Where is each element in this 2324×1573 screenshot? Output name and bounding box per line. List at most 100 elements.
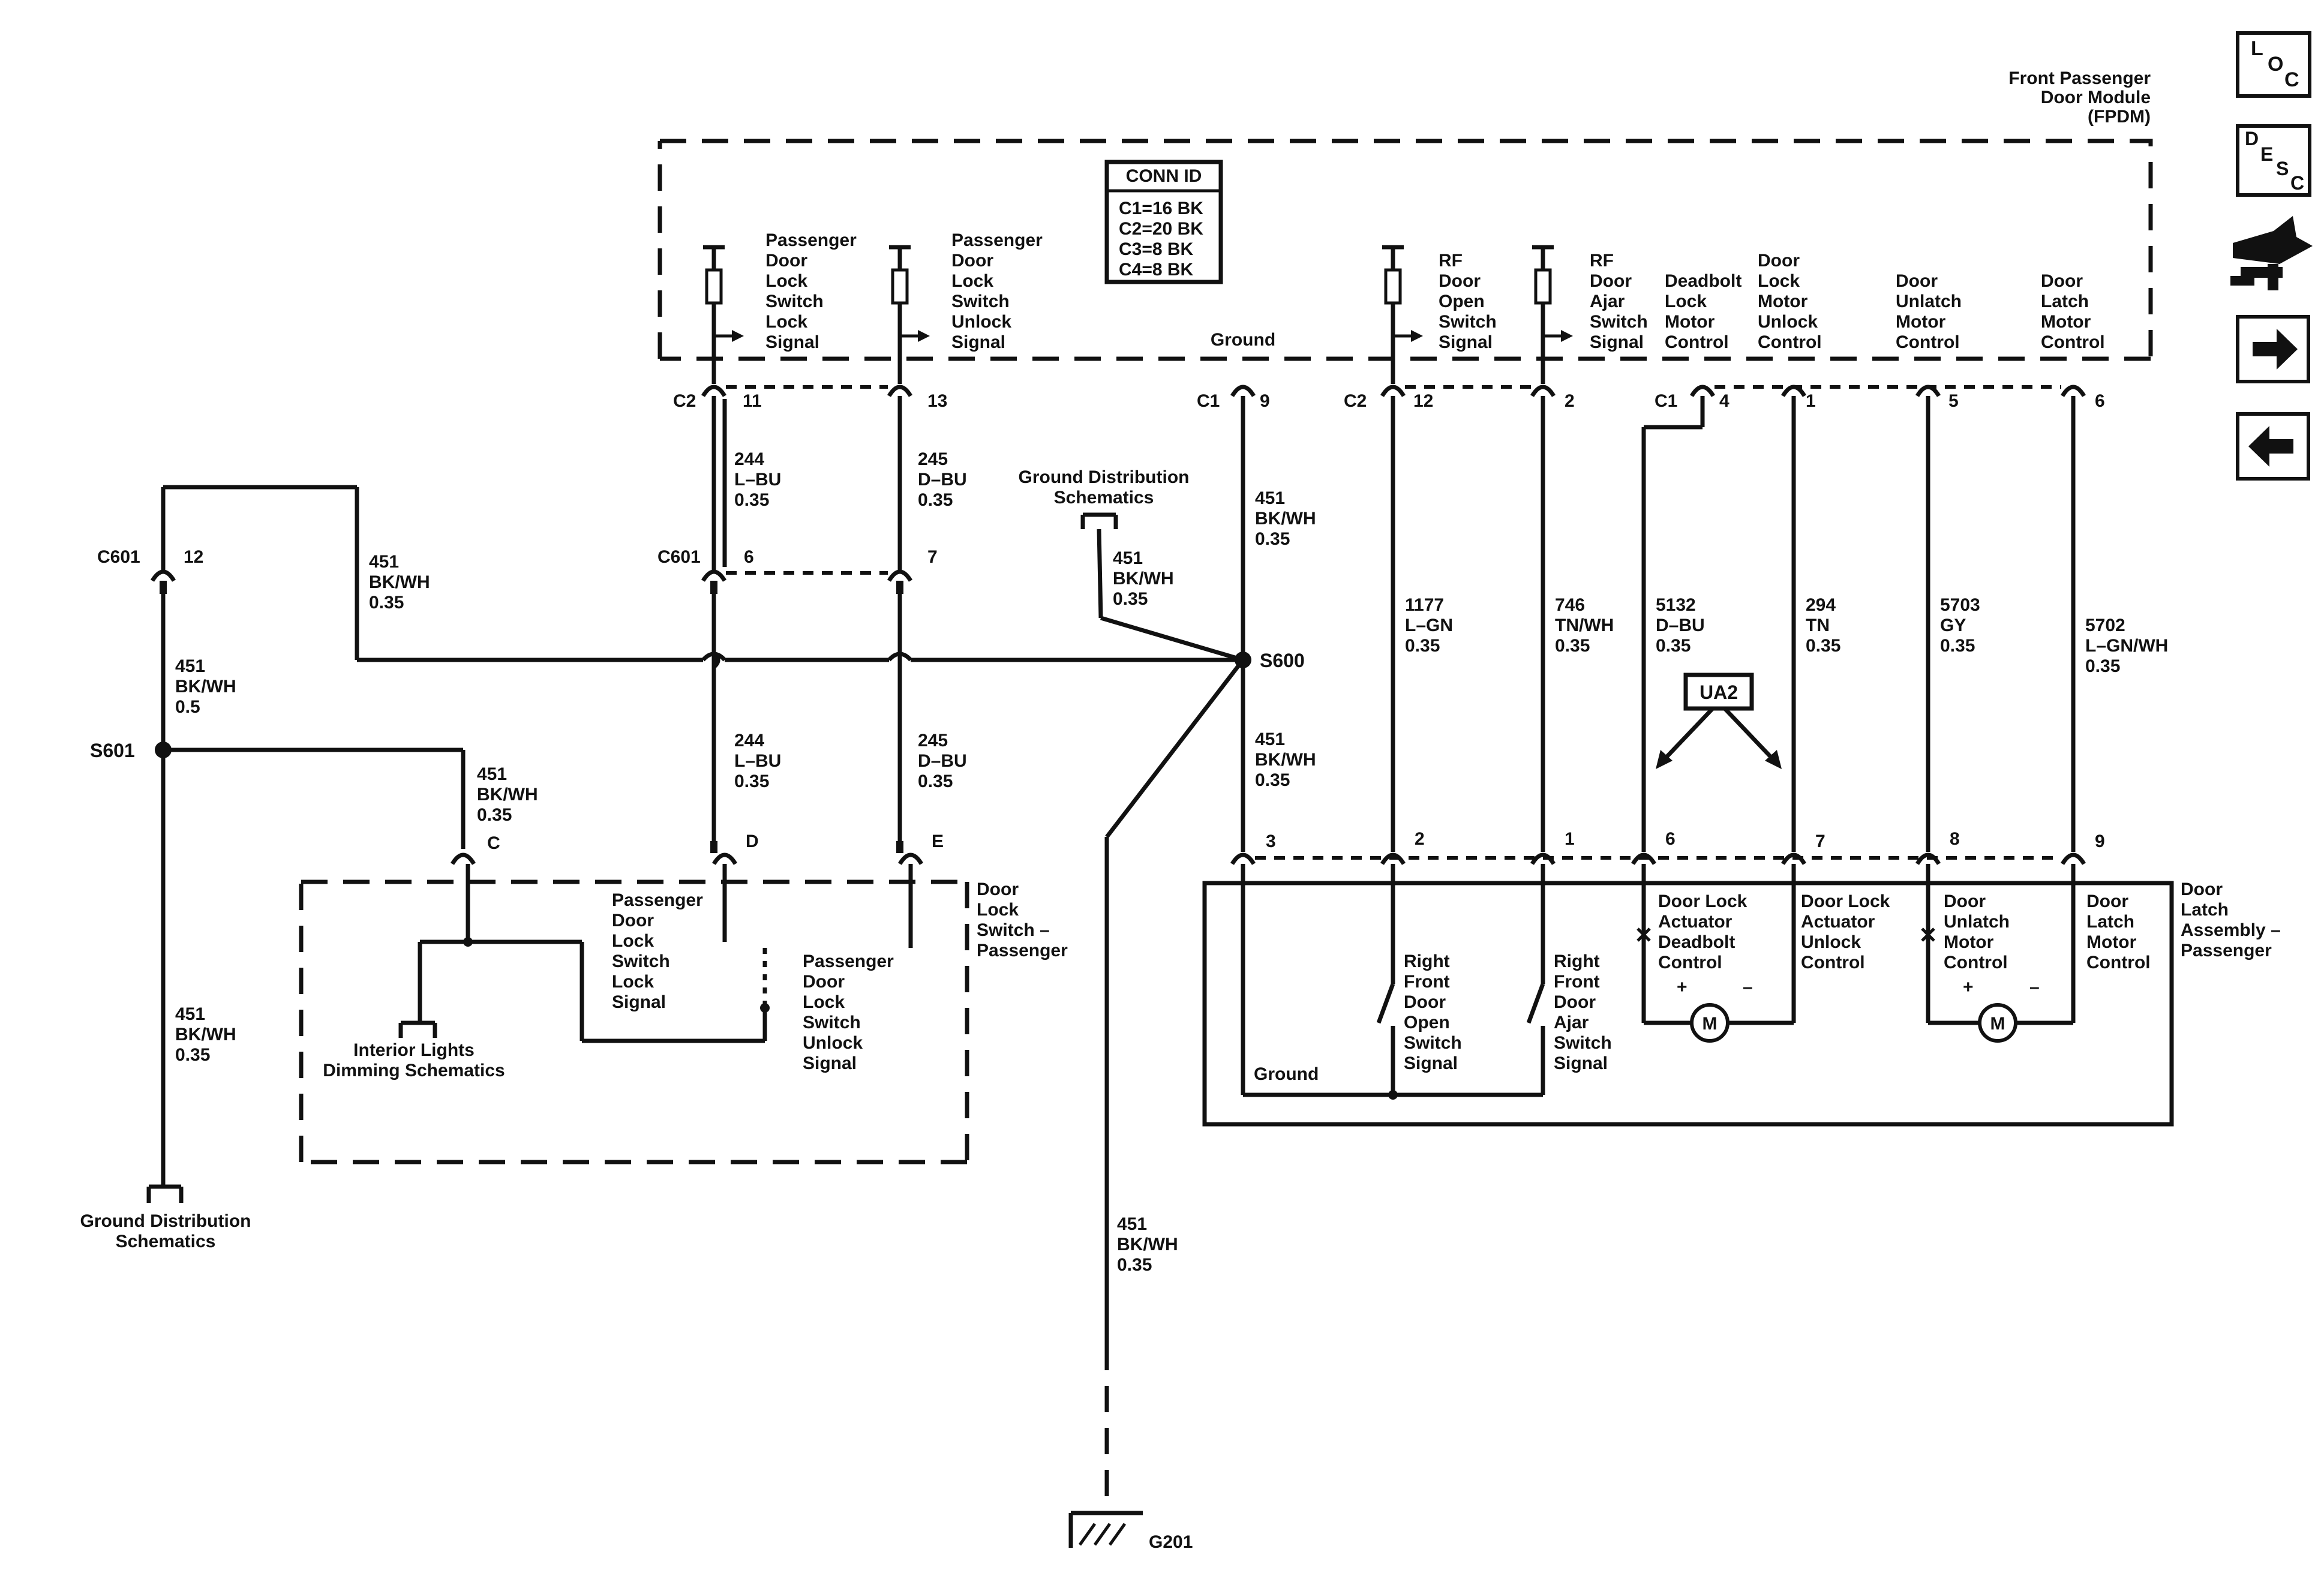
svg-text:Ajar: Ajar (1590, 292, 1625, 311)
svg-text:0.35: 0.35 (1255, 529, 1290, 549)
svg-text:Unlatch: Unlatch (1896, 292, 1962, 311)
svg-text:D–BU: D–BU (918, 751, 967, 771)
svg-text:Signal: Signal (951, 332, 1005, 352)
svg-text:294: 294 (1806, 595, 1836, 615)
svg-text:Door: Door (2181, 879, 2223, 899)
svg-text:245: 245 (918, 731, 948, 751)
svg-text:CONN ID: CONN ID (1126, 166, 1202, 186)
next-arrow-icon[interactable] (2236, 315, 2310, 383)
svg-text:Lock: Lock (1665, 292, 1707, 311)
svg-text:–: – (2029, 977, 2040, 997)
svg-text:0.35: 0.35 (1113, 589, 1148, 609)
svg-text:C1=16 BK: C1=16 BK (1119, 199, 1203, 218)
svg-text:Switch: Switch (951, 292, 1010, 311)
svg-text:C3=8 BK: C3=8 BK (1119, 239, 1194, 259)
svg-text:Front: Front (1554, 972, 1600, 992)
svg-text:5703: 5703 (1940, 595, 1980, 615)
svg-text:Signal: Signal (803, 1053, 857, 1073)
svg-text:Schematics: Schematics (1054, 488, 1154, 508)
svg-text:L–BU: L–BU (734, 470, 781, 490)
svg-text:Switch: Switch (1554, 1033, 1612, 1053)
svg-text:Switch: Switch (1439, 312, 1497, 332)
svg-text:1177: 1177 (1405, 595, 1444, 615)
svg-text:451: 451 (369, 552, 399, 572)
svg-text:Door: Door (2086, 891, 2128, 911)
svg-text:0.35: 0.35 (1117, 1255, 1152, 1275)
svg-text:Schematics: Schematics (116, 1232, 216, 1251)
svg-text:Switch: Switch (803, 1013, 861, 1032)
connector-icon[interactable] (2230, 216, 2313, 290)
switch-unlock-signal-label: Passenger Door Lock Switch Unlock Signal (803, 951, 894, 1073)
svg-text:Unlock: Unlock (1801, 932, 1861, 952)
svg-text:Right: Right (1404, 951, 1450, 971)
svg-text:Control: Control (2041, 332, 2105, 352)
nav-desc-letter-e: E (2260, 143, 2273, 165)
svg-text:+: + (1677, 977, 1688, 997)
svg-text:Passenger: Passenger (612, 890, 703, 910)
svg-text:Control: Control (2086, 953, 2151, 972)
ground-distribution-top-ref[interactable]: Ground Distribution Schematics (1019, 467, 1190, 508)
svg-text:Right: Right (1554, 951, 1600, 971)
svg-text:TN: TN (1806, 616, 1830, 635)
svg-text:Door: Door (612, 911, 654, 930)
svg-text:0.35: 0.35 (2085, 656, 2120, 676)
interior-lights-ref[interactable]: Interior Lights Dimming Schematics (323, 1040, 505, 1080)
splice-s601 (155, 742, 172, 758)
svg-text:Control: Control (1801, 953, 1865, 972)
pin-label-ground: Ground (1211, 330, 1275, 350)
conn-c1-right: C1 (1655, 391, 1677, 411)
switch-lock-signal-label: Passenger Door Lock Switch Lock Signal (612, 890, 703, 1012)
svg-text:BK/WH: BK/WH (1117, 1235, 1178, 1254)
svg-text:C4=8 BK: C4=8 BK (1119, 260, 1194, 280)
ground-distribution-left-ref[interactable]: Ground Distribution Schematics (80, 1211, 251, 1251)
svg-text:Passenger: Passenger (951, 230, 1043, 250)
svg-text:Door: Door (2041, 271, 2083, 291)
nav-loc-button[interactable]: L O C (2236, 31, 2311, 98)
svg-text:E: E (932, 831, 944, 851)
svg-text:Signal: Signal (1590, 332, 1644, 352)
pin-11: 11 (743, 391, 762, 411)
conn-c2-left: C2 (673, 391, 696, 411)
svg-text:451: 451 (175, 656, 205, 676)
svg-text:Door: Door (1944, 891, 1986, 911)
pin-label-unlatch: Door Unlatch Motor Control (1896, 271, 1962, 352)
svg-text:Motor: Motor (1944, 932, 1994, 952)
door-lock-switch-outline (299, 879, 969, 1164)
svg-text:Motor: Motor (1665, 312, 1715, 332)
nav-desc-button[interactable]: D E S C (2236, 124, 2311, 197)
pin-label-rf-ajar: RF Door Ajar Switch Signal (1590, 251, 1648, 352)
svg-text:Door: Door (765, 251, 807, 271)
svg-text:5702: 5702 (2085, 616, 2125, 635)
conn-c2-right: C2 (1344, 391, 1367, 411)
svg-text:Lock: Lock (1758, 271, 1800, 291)
svg-text:Ground: Ground (1254, 1064, 1319, 1084)
svg-text:C601: C601 (97, 547, 140, 567)
svg-text:8: 8 (1950, 829, 1960, 849)
svg-text:3: 3 (1266, 831, 1276, 851)
svg-text:Switch –: Switch – (977, 920, 1050, 940)
fpdm-module-outline (657, 139, 2153, 361)
svg-text:Latch: Latch (2086, 912, 2134, 932)
svg-text:Front: Front (1404, 972, 1450, 992)
svg-text:Switch: Switch (612, 951, 670, 971)
svg-text:6: 6 (744, 547, 754, 567)
svg-text:Deadbolt: Deadbolt (1658, 932, 1735, 952)
svg-text:Lock: Lock (951, 271, 993, 291)
svg-text:D–BU: D–BU (1656, 616, 1705, 635)
svg-text:RF: RF (1590, 251, 1614, 271)
door-lock-switch-title: Door Lock Switch – Passenger (977, 879, 1068, 960)
svg-text:GY: GY (1940, 616, 1966, 635)
svg-text:0.35: 0.35 (1806, 636, 1840, 656)
nav-loc-letter-c: C (2284, 68, 2299, 91)
previous-arrow-icon[interactable] (2236, 412, 2310, 481)
svg-text:Passenger: Passenger (2181, 941, 2272, 960)
svg-text:UA2: UA2 (1700, 682, 1738, 703)
svg-text:0.35: 0.35 (1255, 770, 1290, 790)
svg-text:0.35: 0.35 (734, 490, 769, 510)
svg-text:C: C (487, 833, 500, 853)
nav-desc-letter-d: D (2245, 128, 2259, 149)
svg-text:451: 451 (1255, 730, 1285, 749)
svg-text:Lock: Lock (977, 900, 1019, 920)
svg-text:Control: Control (1665, 332, 1729, 352)
